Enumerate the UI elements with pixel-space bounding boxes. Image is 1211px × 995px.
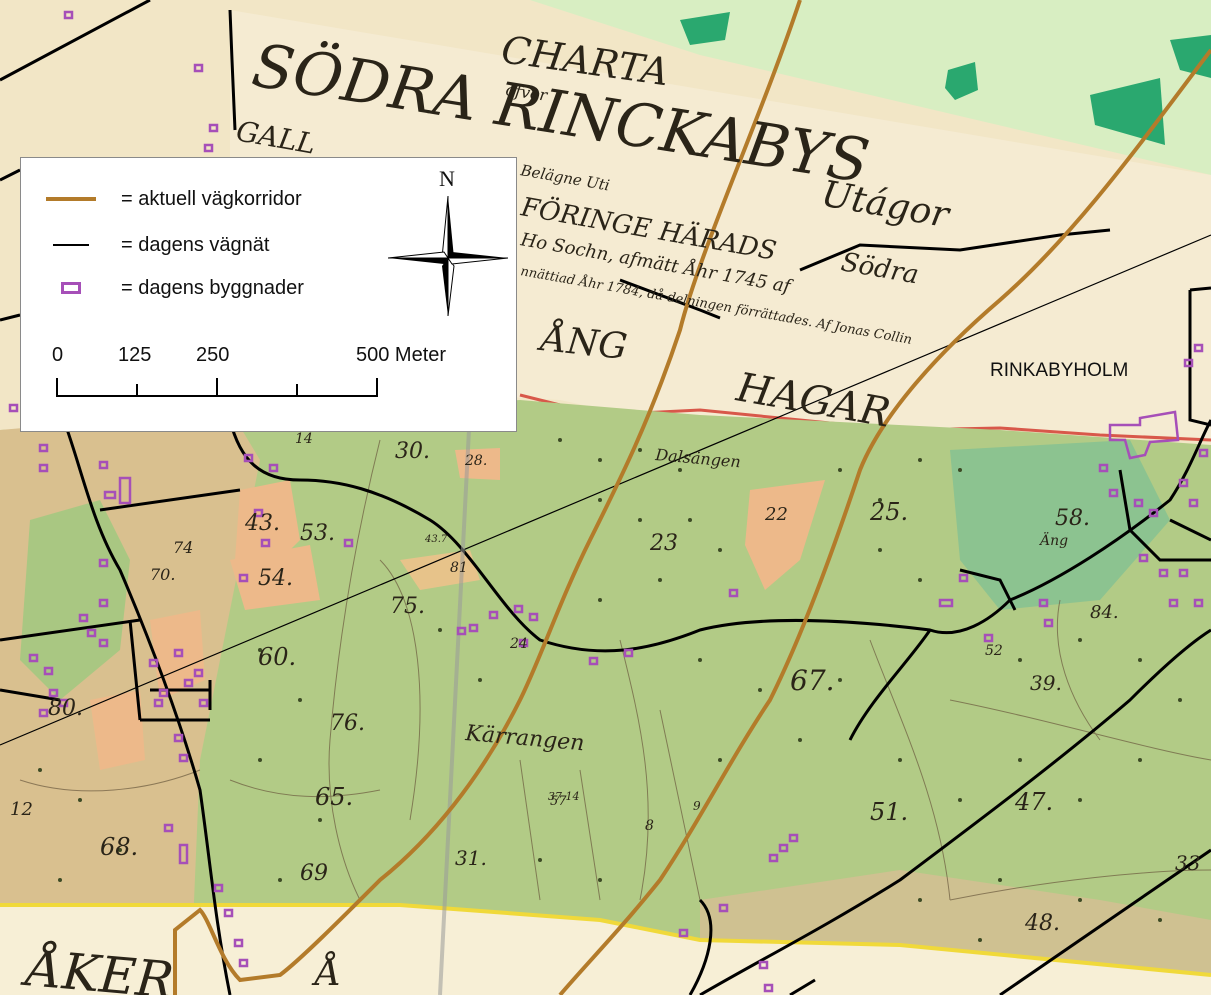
forest-patch-1 [680,12,730,45]
scale-tick-label: 500 Meter [356,344,447,366]
parcel-number: 24 [509,636,528,652]
orange-field-2 [230,545,320,610]
parcel-number: 81 [450,560,468,576]
parcel-number: 8 [645,818,654,834]
north-label: N [439,166,455,191]
map-text-ang: ÅNG [535,317,629,368]
buildings [8,10,1209,993]
parcel-number: 57 [550,794,567,809]
parcel-number: 43.7 [424,534,448,545]
forest-patch-2 [945,62,978,100]
parcel-number: 33 [1175,851,1200,875]
legend-item-buildings: = dagens byggnader [21,273,304,303]
parcel-number: 58. [1055,506,1090,531]
north-arrow: N [388,166,508,316]
parcel-number: 67. [790,664,835,697]
parcel-number: 39. [1030,671,1062,695]
compass-rose-icon [388,195,508,316]
map-legend: = aktuell vägkorridor = dagens vägnät = … [20,157,517,432]
parcel-number: 28. [464,453,487,469]
black-line-icon [21,244,121,246]
parcel-number: 22 [764,504,788,525]
parcel-number: 76. [330,711,365,736]
tree-symbols [38,438,1182,942]
legend-item-corridor: = aktuell vägkorridor [21,184,302,214]
parcel-number: 68. [100,833,138,861]
diagonal-line [0,234,1211,746]
parcel-number: 37.14 [548,790,580,803]
legend-item-label: = dagens vägnät [121,233,270,256]
parcel-number: 84. [1090,602,1119,623]
legend-item-roads: = dagens vägnät [21,230,269,260]
parcel-number: 31. [455,846,487,870]
parcel-number: 80. [48,696,83,721]
parcel-number: 9 [693,799,701,813]
parcel-number: 69 [300,861,328,886]
parcel-number: 74 [173,538,193,557]
parcel-number: 14 [295,431,313,447]
map-text-ang-small: Äng [1038,531,1068,549]
bottom-strip [0,905,1211,995]
scale-tick-label: 250 [196,344,230,366]
parcel-number: 65. [315,783,353,811]
road-corridors [173,0,1211,995]
parcel-number: 25. [869,498,908,526]
parcel-number: 12 [10,799,33,820]
brown-line-icon [21,197,121,201]
parcel-number: 48. [1024,911,1060,936]
yellow-boundary [0,903,1211,977]
legend-item-label: = aktuell vägkorridor [121,187,302,210]
parcel-boundaries [19,439,1211,901]
parcel-number: 52 [985,643,1003,659]
parcel-number: 53. [300,521,335,546]
parcel-number: 30. [395,439,430,464]
purple-rectangle-icon [21,282,121,294]
forest-patch-4 [1170,35,1211,78]
parcel-number: 23 [649,531,678,556]
parcel-number: 70. [150,565,175,584]
place-label-rinkabyholm: RINKABYHOLM [990,360,1129,381]
scale-bar [56,378,378,397]
green-field-left [20,500,130,700]
parcel-numbers: 30. 28. 53. 54. 43. 74 70. 75. 60. 76. 6… [10,431,1200,936]
parcel-number: 75. [390,594,425,619]
forest-patch-3 [1090,78,1165,145]
parcel-number: 47. [1014,788,1053,816]
orange-field-4 [745,480,825,590]
grey-track [438,409,472,995]
pale-green-region [530,0,1211,175]
teal-meadow [950,440,1170,610]
parcel-number: 60. [258,643,296,671]
parcel-number: 43. [244,511,280,536]
scale-tick-label: 0 [52,344,64,366]
parcel-number: 51. [870,798,908,826]
map-text-a: Å [311,952,341,994]
orange-field-6 [90,690,145,770]
parcel-number: 54. [258,566,293,591]
scale-tick-label: 125 [118,344,152,366]
legend-item-label: = dagens byggnader [121,276,304,299]
